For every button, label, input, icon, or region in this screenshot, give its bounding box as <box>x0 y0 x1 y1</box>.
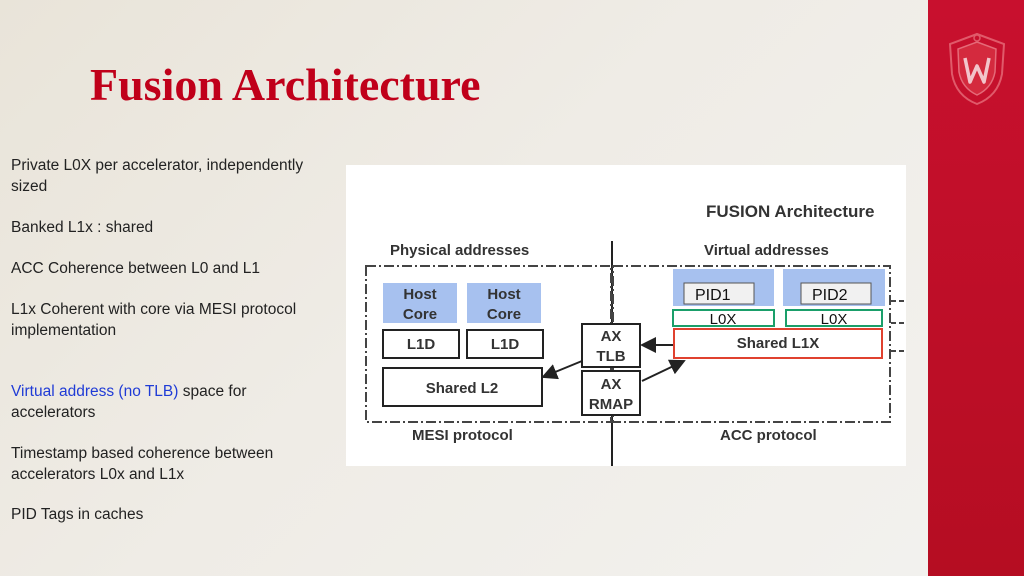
bullet-item: Private L0X per accelerator, independent… <box>11 157 304 195</box>
shared-l1x-block <box>673 328 883 359</box>
bullet-item: Banked L1x : shared <box>11 219 154 236</box>
pid-tag-label: PID2 <box>812 287 848 304</box>
host-core-label: Host <box>403 286 436 303</box>
host-core-label: Core <box>487 306 521 323</box>
bullet-item: ACC Coherence between L0 and L1 <box>11 260 261 277</box>
arrow-tlb-to-l2 <box>541 360 583 380</box>
virtual-addresses-label: Virtual addresses <box>704 242 829 259</box>
acc-protocol-label: ACC protocol <box>720 427 817 444</box>
arrow-rmap-to-l1x <box>641 359 686 382</box>
l1d-label: L1D <box>407 336 436 353</box>
host-core-block <box>467 283 541 323</box>
uw-crest-icon <box>948 32 1006 106</box>
ax-rmap-label: RMAP <box>589 396 633 413</box>
host-core-label: Host <box>487 286 520 303</box>
accent-band <box>928 0 1024 576</box>
l0x-label: L0X <box>821 311 848 328</box>
mesi-protocol-label: MESI protocol <box>412 427 513 444</box>
ax-tlb-label: AX <box>601 328 622 345</box>
mesi-domain-box <box>365 265 612 423</box>
diagram-heading: FUSION Architecture <box>706 202 874 221</box>
bullet-highlight: Virtual address (no TLB) <box>11 383 179 400</box>
shared-l2-block <box>382 367 543 407</box>
shared-l1x-label: Shared L1X <box>737 335 820 352</box>
l0x-cache-block <box>785 309 883 327</box>
l1d-cache-block <box>382 329 460 359</box>
host-core-block <box>383 283 457 323</box>
ax-tlb-block <box>581 323 641 368</box>
bullet-item: Timestamp based coherence between accele… <box>11 445 274 483</box>
ax-rmap-label: AX <box>601 376 622 393</box>
bullet-text: space for accelerators <box>11 383 247 421</box>
l0x-label: L0X <box>710 311 737 328</box>
pid-tag <box>800 282 872 305</box>
physical-addresses-label: Physical addresses <box>390 242 529 259</box>
host-core-label: Core <box>403 306 437 323</box>
l0x-cache-block <box>672 309 775 327</box>
l1d-cache-block <box>466 329 544 359</box>
ax-tlb-label: TLB <box>596 348 625 365</box>
ax-rmap-block <box>581 370 641 416</box>
pid-tag-label: PID1 <box>695 287 731 304</box>
pid-tag <box>683 282 755 305</box>
slide-title: Fusion Architecture <box>90 59 481 110</box>
bullet-item: L1x Coherent with core via MESI protocol… <box>11 301 297 339</box>
shared-l2-label: Shared L2 <box>426 380 499 397</box>
fusion-architecture-diagram: FUSION Architecture Physical addresses V… <box>346 165 906 466</box>
bullet-item: Virtual address (no TLB) space for accel… <box>11 381 331 423</box>
l1d-label: L1D <box>491 336 520 353</box>
bullet-item: PID Tags in caches <box>11 506 144 523</box>
